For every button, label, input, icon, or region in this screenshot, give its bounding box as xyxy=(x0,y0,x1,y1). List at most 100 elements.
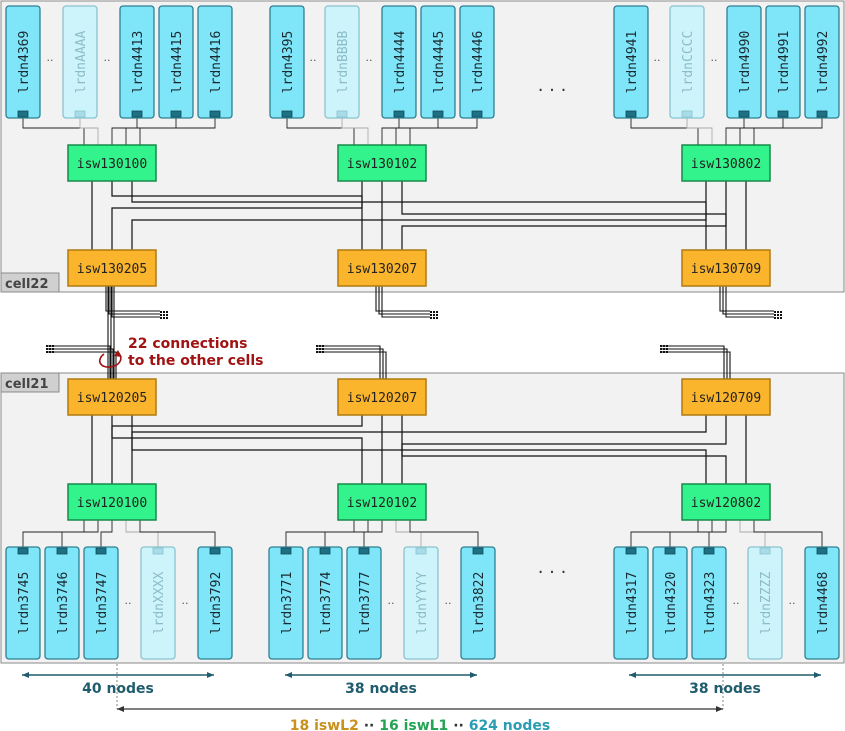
l1-switch-isw120802[interactable]: isw120802 xyxy=(681,483,771,521)
l2-switch-isw120709-label: isw120709 xyxy=(691,391,761,406)
node-lrdn4395[interactable]: lrdn4395 xyxy=(269,5,305,119)
l1-switch-isw120802-label: isw120802 xyxy=(691,496,761,511)
node-lrdn3746[interactable]: lrdn3746 xyxy=(44,546,80,660)
node-lrdnBBBB[interactable]: lrdnBBBB xyxy=(324,5,360,119)
l2-switch-isw120205[interactable]: isw120205 xyxy=(67,378,157,416)
node-lrdn4444[interactable]: lrdn4444 xyxy=(381,5,417,119)
node-lrdn4446[interactable]: lrdn4446 xyxy=(459,5,495,119)
node-lrdn4413-label: lrdn4413 xyxy=(131,31,146,94)
l2-switch-isw130709-label: isw130709 xyxy=(691,262,761,277)
top-groups-ellipsis: · · · xyxy=(538,80,567,101)
node-lrdnAAAA[interactable]: lrdnAAAA xyxy=(62,5,98,119)
bottom-groups-ellipsis: · · · xyxy=(538,562,567,583)
node-lrdn4991-label: lrdn4991 xyxy=(777,31,792,94)
node-lrdn4323-label: lrdn4323 xyxy=(703,572,718,635)
node-lrdn3745[interactable]: lrdn3745 xyxy=(5,546,41,660)
node-lrdn4369-label: lrdn4369 xyxy=(17,31,32,94)
l2-switch-isw130709[interactable]: isw130709 xyxy=(681,249,771,287)
node-lrdn4468[interactable]: lrdn4468 xyxy=(804,546,840,660)
node-lrdn3792[interactable]: lrdn3792 xyxy=(197,546,233,660)
l2-switch-isw130207-label: isw130207 xyxy=(347,262,417,277)
node-lrdn3745-label: lrdn3745 xyxy=(17,572,32,635)
node-lrdnCCCC[interactable]: lrdnCCCC xyxy=(669,5,705,119)
node-lrdn3771-label: lrdn3771 xyxy=(280,572,295,635)
node-lrdnXXXX-label: lrdnXXXX xyxy=(152,572,167,635)
node-lrdn3774[interactable]: lrdn3774 xyxy=(307,546,343,660)
l2-switch-isw130207[interactable]: isw130207 xyxy=(337,249,427,287)
node-lrdn4413[interactable]: lrdn4413 xyxy=(119,5,155,119)
cell21-label: cell21 xyxy=(5,377,49,392)
l2-switch-isw120207[interactable]: isw120207 xyxy=(337,378,427,416)
node-lrdn4320[interactable]: lrdn4320 xyxy=(652,546,688,660)
l2-switch-isw120709[interactable]: isw120709 xyxy=(681,378,771,416)
total-span xyxy=(116,664,724,712)
summary-sep-2: ·· xyxy=(453,718,464,731)
node-lrdn3771[interactable]: lrdn3771 xyxy=(268,546,304,660)
node-lrdn4990-label: lrdn4990 xyxy=(738,31,753,94)
node-lrdn3792-label: lrdn3792 xyxy=(209,572,224,635)
group-count-label-3: 38 nodes xyxy=(689,681,761,697)
group-count-2: 38 nodes xyxy=(285,672,477,697)
node-lrdn4416-label: lrdn4416 xyxy=(209,31,224,94)
node-lrdn4941[interactable]: lrdn4941 xyxy=(613,5,649,119)
node-lrdnYYYY-label: lrdnYYYY xyxy=(415,572,430,635)
node-lrdn4445[interactable]: lrdn4445 xyxy=(420,5,456,119)
l1-switch-isw130100[interactable]: isw130100 xyxy=(67,144,157,182)
top-gap-dots-3: ·· xyxy=(366,54,373,67)
node-lrdnZZZZ[interactable]: lrdnZZZZ xyxy=(747,546,783,660)
node-lrdnAAAA-label: lrdnAAAA xyxy=(74,31,89,94)
summary-l2: 18 iswL2 xyxy=(290,718,359,731)
top-gap-dots-1: ·· xyxy=(104,54,111,67)
l1-switch-isw130802-label: isw130802 xyxy=(691,157,761,172)
inter-cell-exits xyxy=(46,311,782,353)
l2-switch-isw120207-label: isw120207 xyxy=(347,391,417,406)
node-lrdn4323[interactable]: lrdn4323 xyxy=(691,546,727,660)
l1-switch-isw120102[interactable]: isw120102 xyxy=(337,483,427,521)
connections-note-line1: 22 connections xyxy=(128,336,247,352)
group-count-3: 38 nodes xyxy=(629,672,821,697)
wires-layer xyxy=(22,118,823,547)
group-count-label-2: 38 nodes xyxy=(345,681,417,697)
group-count-label-1: 40 nodes xyxy=(82,681,154,697)
connections-arrow-head xyxy=(114,350,122,357)
node-lrdn4415-label: lrdn4415 xyxy=(170,31,185,94)
node-lrdnXXXX[interactable]: lrdnXXXX xyxy=(140,546,176,660)
l2-switch-isw130205[interactable]: isw130205 xyxy=(67,249,157,287)
node-lrdn3747-label: lrdn3747 xyxy=(95,572,110,635)
node-lrdn3822[interactable]: lrdn3822 xyxy=(460,546,496,660)
node-lrdn4992[interactable]: lrdn4992 xyxy=(804,5,840,119)
l1-switch-isw130802[interactable]: isw130802 xyxy=(681,144,771,182)
summary-sep-1: ·· xyxy=(364,718,375,731)
top-gap-dots-0: ·· xyxy=(47,54,54,67)
top-gap-dots-4: ·· xyxy=(654,54,661,67)
connections-loop-arrow xyxy=(98,352,122,368)
node-lrdnBBBB-label: lrdnBBBB xyxy=(336,31,351,94)
top-gap-dots-2: ·· xyxy=(310,54,317,67)
node-lrdn3777[interactable]: lrdn3777 xyxy=(346,546,382,660)
bottom-gap-dots-3: ·· xyxy=(445,597,452,610)
node-lrdn3774-label: lrdn3774 xyxy=(319,572,334,635)
node-lrdn4990[interactable]: lrdn4990 xyxy=(726,5,762,119)
node-lrdn4991[interactable]: lrdn4991 xyxy=(765,5,801,119)
node-lrdnZZZZ-label: lrdnZZZZ xyxy=(759,572,774,635)
l2-switch-isw130205-label: isw130205 xyxy=(77,262,147,277)
cell22-label: cell22 xyxy=(5,277,49,292)
node-lrdn4369[interactable]: lrdn4369 xyxy=(5,5,41,119)
group-count-1: 40 nodes xyxy=(22,672,214,697)
l1-switch-isw130102-label: isw130102 xyxy=(347,157,417,172)
l1-switch-isw130102[interactable]: isw130102 xyxy=(337,144,427,182)
node-lrdn4416[interactable]: lrdn4416 xyxy=(197,5,233,119)
l1-switch-isw130100-label: isw130100 xyxy=(77,157,147,172)
top-gap-dots-5: ·· xyxy=(711,54,718,67)
node-lrdn4415[interactable]: lrdn4415 xyxy=(158,5,194,119)
node-lrdn4445-label: lrdn4445 xyxy=(432,31,447,94)
cell21-tag xyxy=(0,372,60,393)
node-lrdn4317-label: lrdn4317 xyxy=(625,572,640,635)
bottom-gap-dots-1: ·· xyxy=(182,597,189,610)
node-lrdn4317[interactable]: lrdn4317 xyxy=(613,546,649,660)
summary-line: 18 iswL2 ·· 16 iswL1 ·· 624 nodes xyxy=(290,718,551,731)
node-lrdn3747[interactable]: lrdn3747 xyxy=(83,546,119,660)
node-lrdnYYYY[interactable]: lrdnYYYY xyxy=(403,546,439,660)
l1-switch-isw120100[interactable]: isw120100 xyxy=(67,483,157,521)
